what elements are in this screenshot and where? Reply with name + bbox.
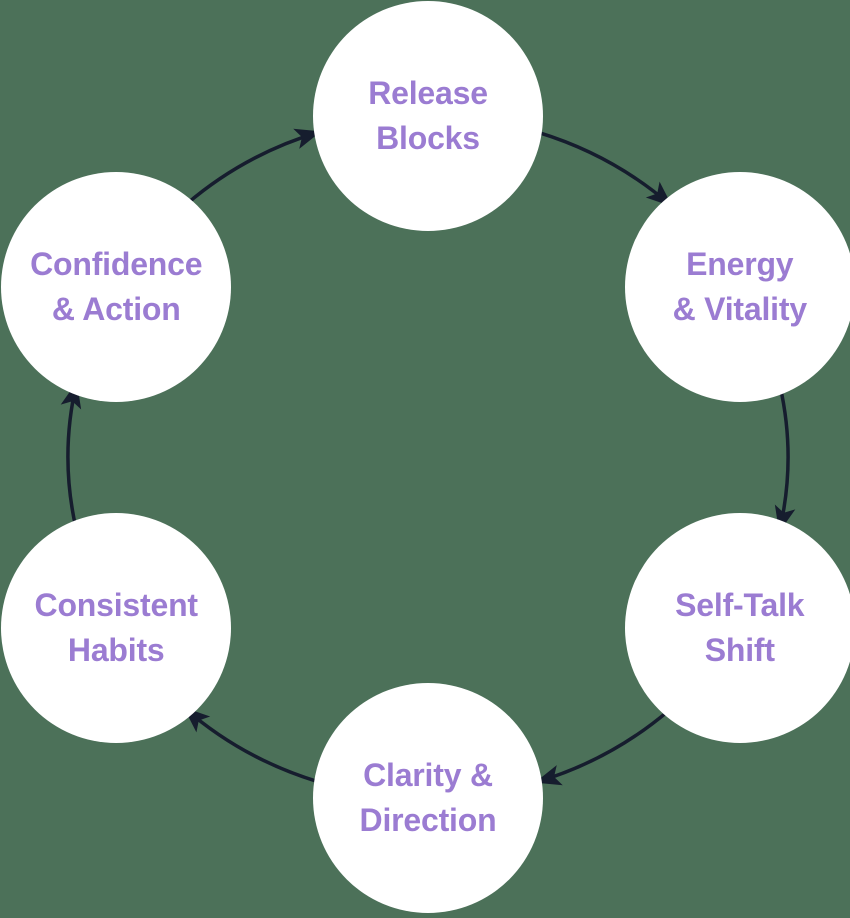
node-label: Confidence & Action <box>30 245 203 327</box>
arrow-energy-to-selftalk <box>774 385 796 533</box>
node-confidence-action: Confidence & Action <box>1 171 232 402</box>
arrow-clarity-to-habits <box>183 707 318 783</box>
node-self-talk-shift: Self-Talk Shift <box>624 512 850 743</box>
node-clarity-direction: Clarity & Direction <box>313 683 543 913</box>
node-label: Energy & Vitality <box>672 245 808 327</box>
node-energy-vitality: Energy & Vitality <box>624 171 850 402</box>
node-label: Consistent Habits <box>34 586 199 668</box>
node-consistent-habits: Consistent Habits <box>1 512 232 743</box>
arrow-confidence-to-release <box>185 128 322 205</box>
arrow-selftalk-to-clarity <box>534 709 671 786</box>
arrow-release-to-energy <box>538 131 673 207</box>
node-label: Self-Talk Shift <box>675 586 805 668</box>
node-release-blocks: Release Blocks <box>313 1 543 231</box>
node-label: Release Blocks <box>368 75 488 156</box>
node-label: Clarity & Direction <box>359 757 497 838</box>
arrow-habits-to-confidence <box>60 381 82 529</box>
